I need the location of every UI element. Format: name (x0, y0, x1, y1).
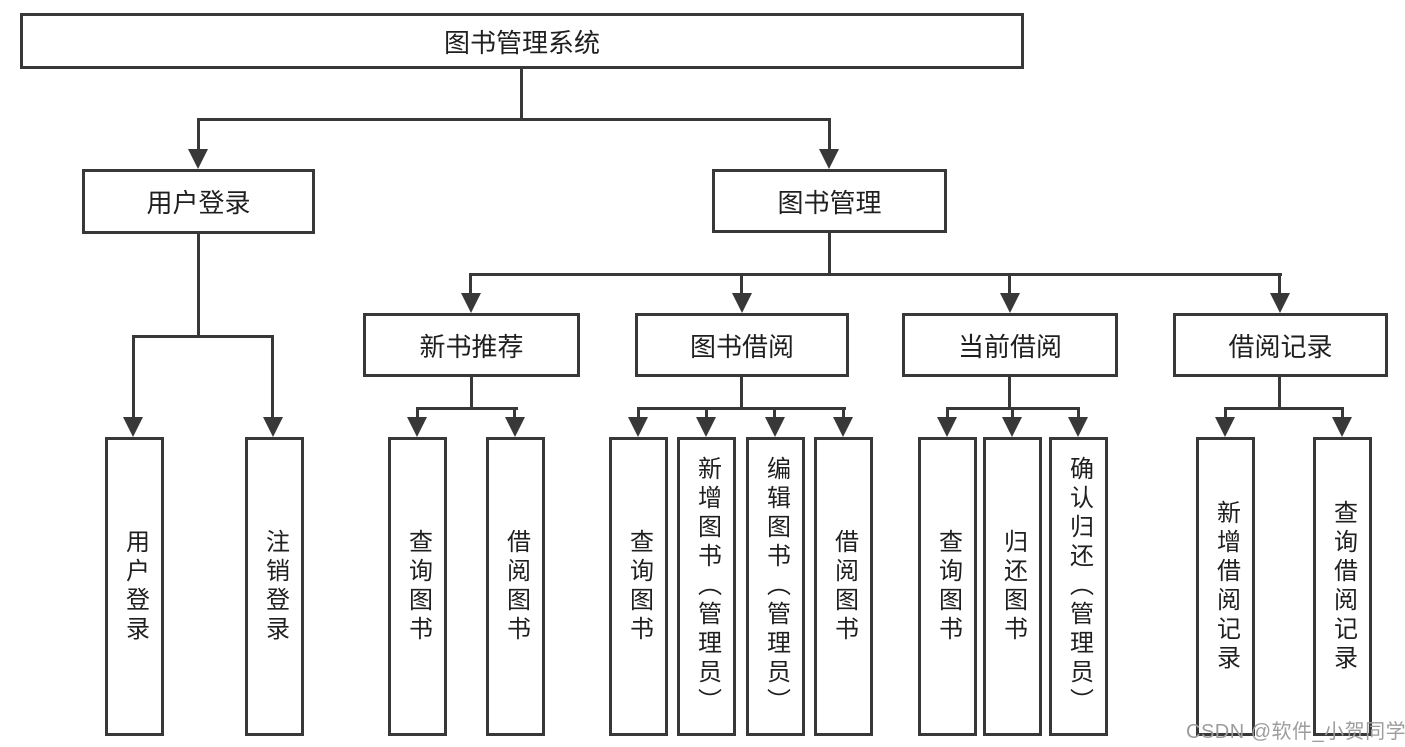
node-new-book-rec-label: 新书推荐 (419, 331, 524, 362)
connector-to-bb-edit (773, 410, 776, 418)
arrowhead-to-br-query (1332, 417, 1352, 437)
connector-to-nbr-borrow (513, 410, 516, 418)
leaf-cb-query-books: 查询图书 (918, 437, 977, 736)
connector-root-horizontal (197, 118, 831, 121)
connector-borrow-records-horizontal (1224, 407, 1344, 410)
leaf-bb-query-books: 查询图书 (609, 437, 668, 736)
leaf-bb-add-books-label: 新增图书（管理员） (693, 456, 721, 717)
connector-to-nbr-query (416, 410, 419, 418)
arrowhead-to-nbr-query (407, 417, 427, 437)
arrowhead-to-new-book-rec (461, 293, 481, 313)
leaf-cb-query-books-label: 查询图书 (934, 528, 962, 645)
arrowhead-to-cb-query (937, 417, 957, 437)
arrowhead-to-user-login (188, 149, 208, 169)
node-borrow-records: 借阅记录 (1173, 313, 1388, 377)
arrowhead-to-bb-edit (765, 417, 785, 437)
connector-to-borrow-records (1278, 276, 1281, 295)
leaf-nbr-borrow-books: 借阅图书 (486, 437, 545, 736)
connector-to-book-borrow (740, 276, 743, 295)
arrowhead-to-cb-return (1002, 417, 1022, 437)
leaf-user-login-label: 用户登录 (121, 528, 149, 645)
node-book-borrow: 图书借阅 (635, 313, 849, 377)
arrowhead-to-leaf-login (123, 417, 143, 437)
connector-borrow-records-vertical (1278, 377, 1281, 410)
leaf-logout: 注销登录 (245, 437, 304, 736)
connector-book-borrow-horizontal (637, 407, 846, 410)
arrowhead-to-leaf-logout (263, 417, 283, 437)
arrowhead-to-bb-query (628, 417, 648, 437)
node-new-book-rec: 新书推荐 (363, 313, 580, 377)
connector-new-book-rec-vertical (470, 377, 473, 410)
connector-to-book-mgmt (828, 121, 831, 151)
arrowhead-to-book-mgmt (819, 149, 839, 169)
leaf-bb-edit-books: 编辑图书（管理员） (746, 437, 805, 736)
connector-to-new-book-rec (469, 276, 472, 295)
leaf-br-add-record-label: 新增借阅记录 (1212, 499, 1240, 674)
connector-book-mgmt-horizontal (469, 273, 1282, 276)
connector-to-leaf-login (132, 338, 135, 418)
connector-user-login-horizontal (132, 335, 274, 338)
node-book-mgmt-label: 图书管理 (777, 187, 882, 218)
leaf-bb-query-books-label: 查询图书 (625, 528, 653, 645)
node-root: 图书管理系统 (20, 13, 1024, 69)
leaf-cb-confirm-return: 确认归还（管理员） (1049, 437, 1108, 736)
node-user-login-label: 用户登录 (146, 188, 251, 218)
node-borrow-records-label: 借阅记录 (1228, 331, 1333, 362)
connector-root-vertical (520, 69, 523, 121)
leaf-nbr-borrow-books-label: 借阅图书 (502, 528, 530, 645)
connector-current-borrow-horizontal (946, 407, 1080, 410)
connector-to-bb-query (637, 410, 640, 418)
connector-to-bb-borrow (842, 410, 845, 418)
arrowhead-to-br-add (1215, 417, 1235, 437)
leaf-bb-add-books: 新增图书（管理员） (677, 437, 736, 736)
connector-book-mgmt-vertical (828, 233, 831, 276)
arrowhead-to-borrow-records (1270, 293, 1290, 313)
leaf-br-query-record-label: 查询借阅记录 (1329, 499, 1357, 674)
arrowhead-to-current-borrow (1000, 293, 1020, 313)
leaf-bb-borrow-books-label: 借阅图书 (830, 528, 858, 645)
connector-to-bb-add (705, 410, 708, 418)
connector-to-leaf-logout (271, 338, 274, 418)
connector-new-book-rec-horizontal (416, 407, 518, 410)
node-book-mgmt: 图书管理 (712, 169, 947, 233)
connector-to-br-query (1341, 410, 1344, 418)
arrowhead-to-cb-confirm (1068, 417, 1088, 437)
connector-to-current-borrow (1008, 276, 1011, 295)
leaf-logout-label: 注销登录 (261, 528, 289, 645)
arrowhead-to-nbr-borrow (505, 417, 525, 437)
connector-to-cb-confirm (1077, 410, 1080, 418)
connector-to-br-add (1224, 410, 1227, 418)
leaf-br-query-record: 查询借阅记录 (1313, 437, 1372, 736)
leaf-cb-return-books-label: 归还图书 (999, 528, 1027, 645)
leaf-bb-edit-books-label: 编辑图书（管理员） (762, 456, 790, 717)
leaf-cb-return-books: 归还图书 (983, 437, 1042, 736)
connector-user-login-vertical (197, 234, 200, 338)
leaf-bb-borrow-books: 借阅图书 (814, 437, 873, 736)
arrowhead-to-bb-borrow (833, 417, 853, 437)
leaf-user-login: 用户登录 (105, 437, 164, 736)
connector-to-cb-query (946, 410, 949, 418)
node-user-login: 用户登录 (82, 169, 315, 234)
node-book-borrow-label: 图书借阅 (689, 331, 794, 362)
connector-to-cb-return (1011, 410, 1014, 418)
watermark-text: CSDN @软件_小贺同学 (1186, 721, 1405, 743)
node-current-borrow: 当前借阅 (902, 313, 1118, 377)
arrowhead-to-bb-add (696, 417, 716, 437)
leaf-nbr-query-books: 查询图书 (388, 437, 447, 736)
connector-current-borrow-vertical (1008, 377, 1011, 410)
leaf-nbr-query-books-label: 查询图书 (404, 528, 432, 645)
leaf-cb-confirm-return-label: 确认归还（管理员） (1065, 456, 1093, 717)
connector-to-user-login (197, 121, 200, 151)
connector-book-borrow-vertical (740, 377, 743, 410)
node-current-borrow-label: 当前借阅 (957, 331, 1062, 362)
leaf-br-add-record: 新增借阅记录 (1196, 437, 1255, 736)
node-root-label: 图书管理系统 (443, 27, 600, 58)
arrowhead-to-book-borrow (732, 293, 752, 313)
